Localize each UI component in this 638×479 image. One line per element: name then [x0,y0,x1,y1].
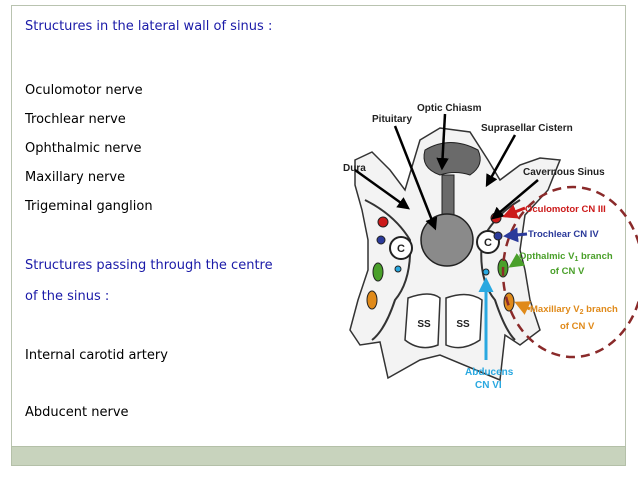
lateral-item-maxillary: Maxillary nerve [25,170,126,185]
pituitary-stalk [441,174,455,216]
centre-item-carotid: Internal carotid artery [25,348,168,363]
label-ophthalmic-line2: of CN V [550,266,585,277]
heading-centre-line1: Structures passing through the centre [25,258,273,273]
arrow-maxillary [514,301,532,315]
lateral-item-ophthalmic: Ophthalmic nerve [25,141,142,156]
heading-lateral-wall: Structures in the lateral wall of sinus … [25,19,273,34]
carotid-left-label: C [397,243,405,255]
pituitary-gland [420,213,474,267]
label-suprasellar-cistern: Suprasellar Cistern [481,123,573,134]
label-oculomotor: Oculomotor CN III [525,204,606,215]
carotid-right [476,230,500,254]
label-maxillary-line2: of CN V [560,321,595,332]
sphenoid-label-left: SS [417,319,431,330]
sphenoid-sinus-left [404,293,441,349]
abducens-left [394,265,402,273]
arrow-oculomotor [502,204,526,219]
carotid-right-label: C [484,237,492,249]
arrow-cavernous-sinus [491,179,539,220]
carotid-left [389,236,413,260]
arrow-suprasellar [485,134,517,188]
lateral-item-oculomotor: Oculomotor nerve [25,83,143,98]
arrow-ophthalmic [508,253,526,268]
heading-centre-line2: of the sinus : [25,289,110,304]
label-optic-chiasm: Optic Chiasm [417,103,482,114]
lateral-item-trigeminal: Trigeminal ganglion [25,199,153,214]
dashed-highlight-circle [501,185,638,359]
trochlear-left [376,235,386,245]
arrow-optic-chiasm [436,113,449,171]
arrow-pituitary [393,125,438,231]
maxillary-right [503,292,515,312]
arrow-dura [354,168,411,210]
label-abducens-line2: CN VI [475,380,502,391]
centre-item-abducent: Abducent nerve [25,405,129,420]
sphenoid-sinus-right [445,293,483,349]
sphenoid-label-right: SS [456,319,470,330]
dura-fold-left [364,199,412,341]
maxillary-left [366,290,378,310]
label-ophthalmic-line1: Opthalmic V1 branch [519,251,613,263]
arrow-trochlear [503,227,528,243]
label-dura: Dura [343,163,366,174]
label-cavernous-sinus: Cavernous Sinus [523,167,605,178]
label-maxillary-line1: Maxillary V2 branch [530,304,618,316]
slide-footer-bar [11,446,626,466]
oculomotor-left [377,216,389,228]
label-trochlear: Trochlear CN IV [528,229,599,240]
optic-chiasm-shape [423,142,481,176]
abducens-right [482,268,490,276]
trochlear-right [493,231,503,241]
label-abducens-line1: Abducens [465,367,514,378]
lateral-item-trochlear: Trochlear nerve [25,112,126,127]
ophthalmic-left [372,262,384,282]
label-pituitary: Pituitary [372,114,412,125]
